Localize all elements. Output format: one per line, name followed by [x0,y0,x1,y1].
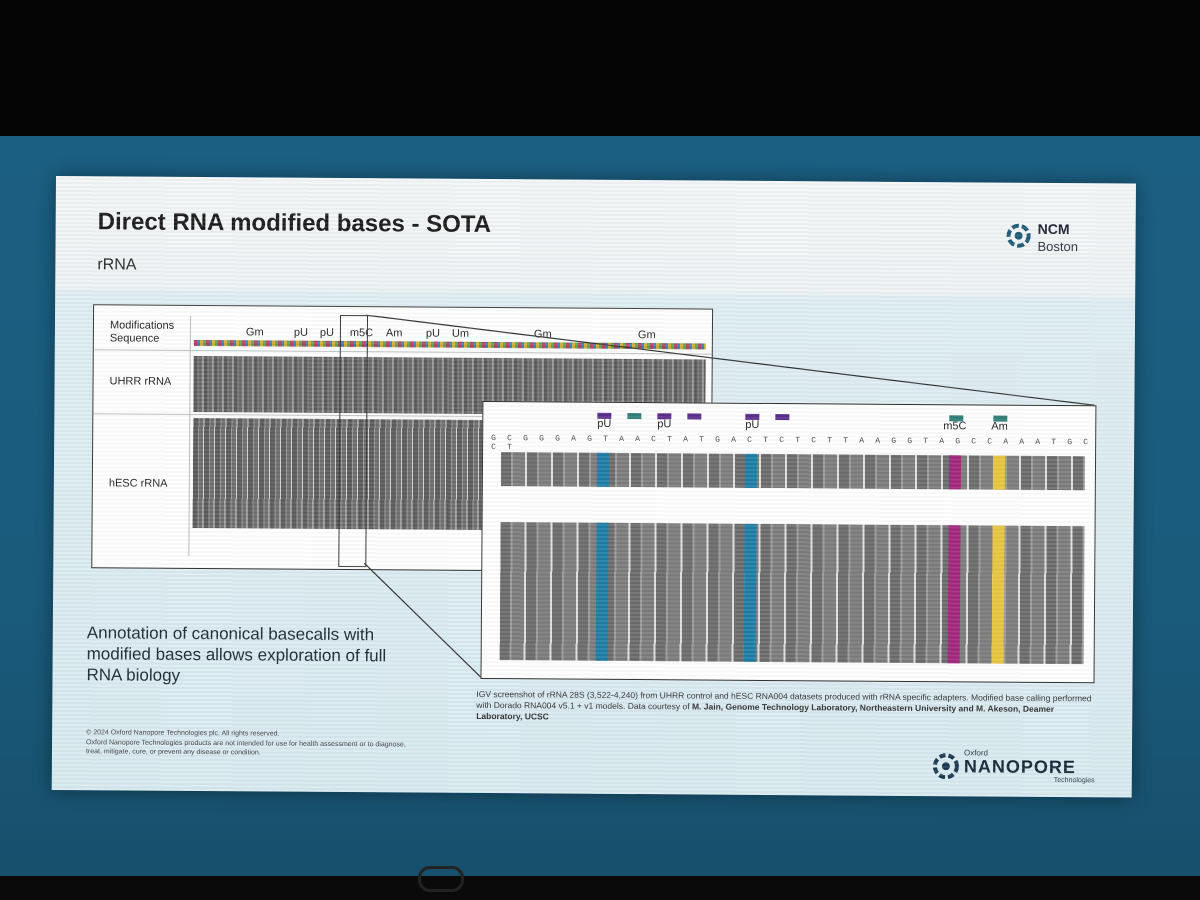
presentation-slide: Direct RNA modified bases - SOTA rRNA NC… [51,176,1136,798]
zoom-mod-label: pU [745,418,760,431]
oxford-nanopore-logo: Oxford NANOPORE Technologies [932,748,1102,785]
zoom-connector-lines [363,314,1095,678]
zoom-mod-label: Am [991,420,1008,433]
logo-technologies: Technologies [1053,776,1095,785]
stage-floor [0,876,1200,900]
disclaimer-line: Oxford Nanopore Technologies products ar… [85,738,406,757]
mod-marker [775,414,790,421]
m5c-column [948,455,962,490]
zoom-mod-label: pU [657,418,672,431]
dark-ceiling [0,0,1200,140]
zoom-mod-label: m5C [943,420,967,433]
zoom-mod-label: pU [597,417,612,430]
igv-zoom-panel: pU pU pU m5C Am G C G G G A G T A A C T … [480,400,1097,684]
pu-column [744,453,758,488]
annotation-text: Annotation of canonical basecalls with m… [86,623,387,685]
pu-column [595,522,609,661]
stage-cable [418,866,464,892]
figure-caption: IGV screenshot of rRNA 28S (3,522-4,240)… [476,689,1096,726]
m5c-column [947,525,961,664]
am-column [992,455,1006,490]
footer-legal: © 2024 Oxford Nanopore Technologies plc.… [86,728,416,759]
pu-column [596,452,610,487]
am-column [991,525,1005,664]
mod-marker [627,412,642,420]
nanopore-swirl-icon [932,753,959,780]
logo-nanopore: NANOPORE [963,756,1076,778]
mod-marker [687,413,702,420]
pu-column [743,523,757,662]
ncm-boston-logo: NCM Boston [1005,219,1115,260]
ncm-swirl-icon [1006,223,1031,248]
